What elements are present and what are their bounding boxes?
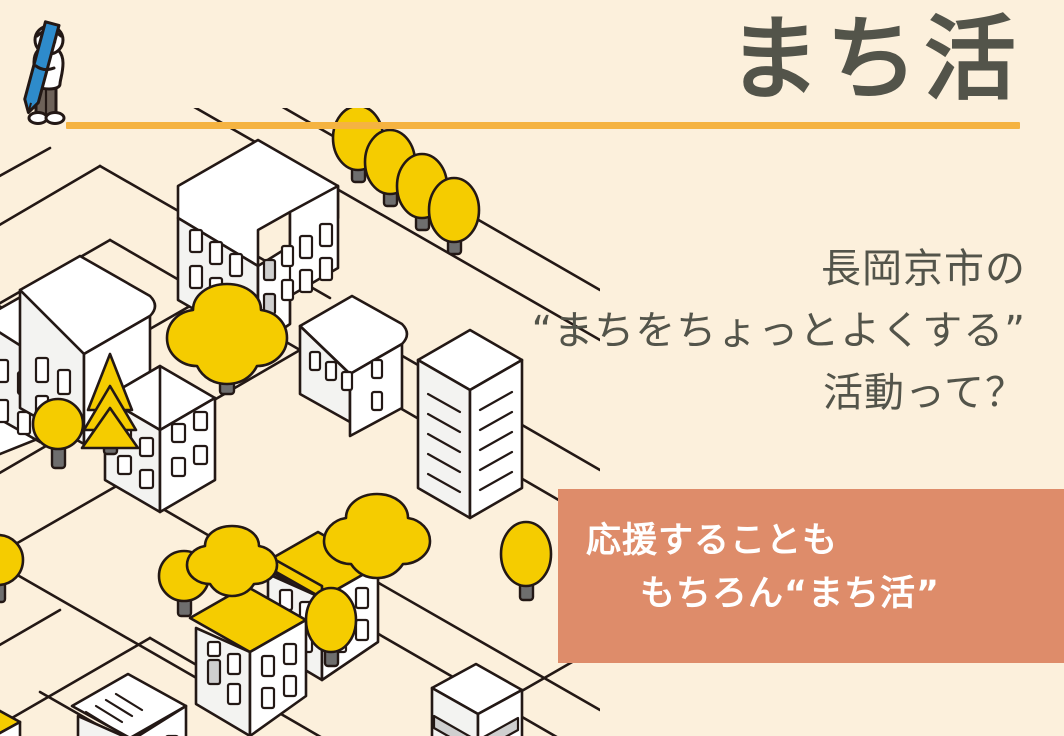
tree-ellipse-below (304, 586, 358, 668)
house-yellow-roof-front (188, 584, 308, 736)
callout-banner: 応援することも もちろん“まち活” (558, 489, 1064, 663)
house-yellow-roof-back (260, 530, 380, 682)
building-barrel-3 (18, 254, 157, 446)
building-corner-bottomleft (0, 709, 22, 736)
tree-round-edge (0, 533, 25, 604)
subtitle-line-3: 活動って？ (823, 370, 1026, 416)
building-banded-tower (430, 662, 524, 736)
tree-cloud-mid (185, 524, 279, 598)
tree-conifer-left (80, 352, 140, 456)
title-block: まち活 (0, 0, 1064, 130)
tree-ellipse-tower (499, 520, 553, 602)
building-barrel-left (0, 316, 72, 456)
tree-round-mid (157, 549, 211, 618)
tree-cloud-center (165, 282, 289, 396)
page-title: まち活 (727, 6, 1022, 113)
building-warehouse (298, 294, 409, 438)
house-gabled-left (103, 364, 217, 514)
tree-round-left (31, 397, 85, 470)
callout-line-2: もちろん“まち活” (640, 574, 941, 614)
subtitle-question: 長岡京市の “まちをちょっとよくする” 活動って？ (506, 238, 1026, 424)
house-gabled-bottom (70, 672, 188, 736)
mascot-person-with-pencil-icon (23, 20, 66, 125)
subtitle-line-1: 長岡京市の (821, 246, 1026, 292)
callout-text: 応援することも もちろん“まち活” (558, 515, 1028, 621)
title-underline-rule (66, 122, 1020, 129)
tree-cloud-right (322, 492, 432, 580)
building-apartment-L (176, 138, 340, 348)
callout-line-1: 応援することも (586, 521, 839, 561)
building-barrel-2 (0, 284, 94, 444)
subtitle-line-2: “まちをちょっとよくする” (531, 308, 1026, 354)
